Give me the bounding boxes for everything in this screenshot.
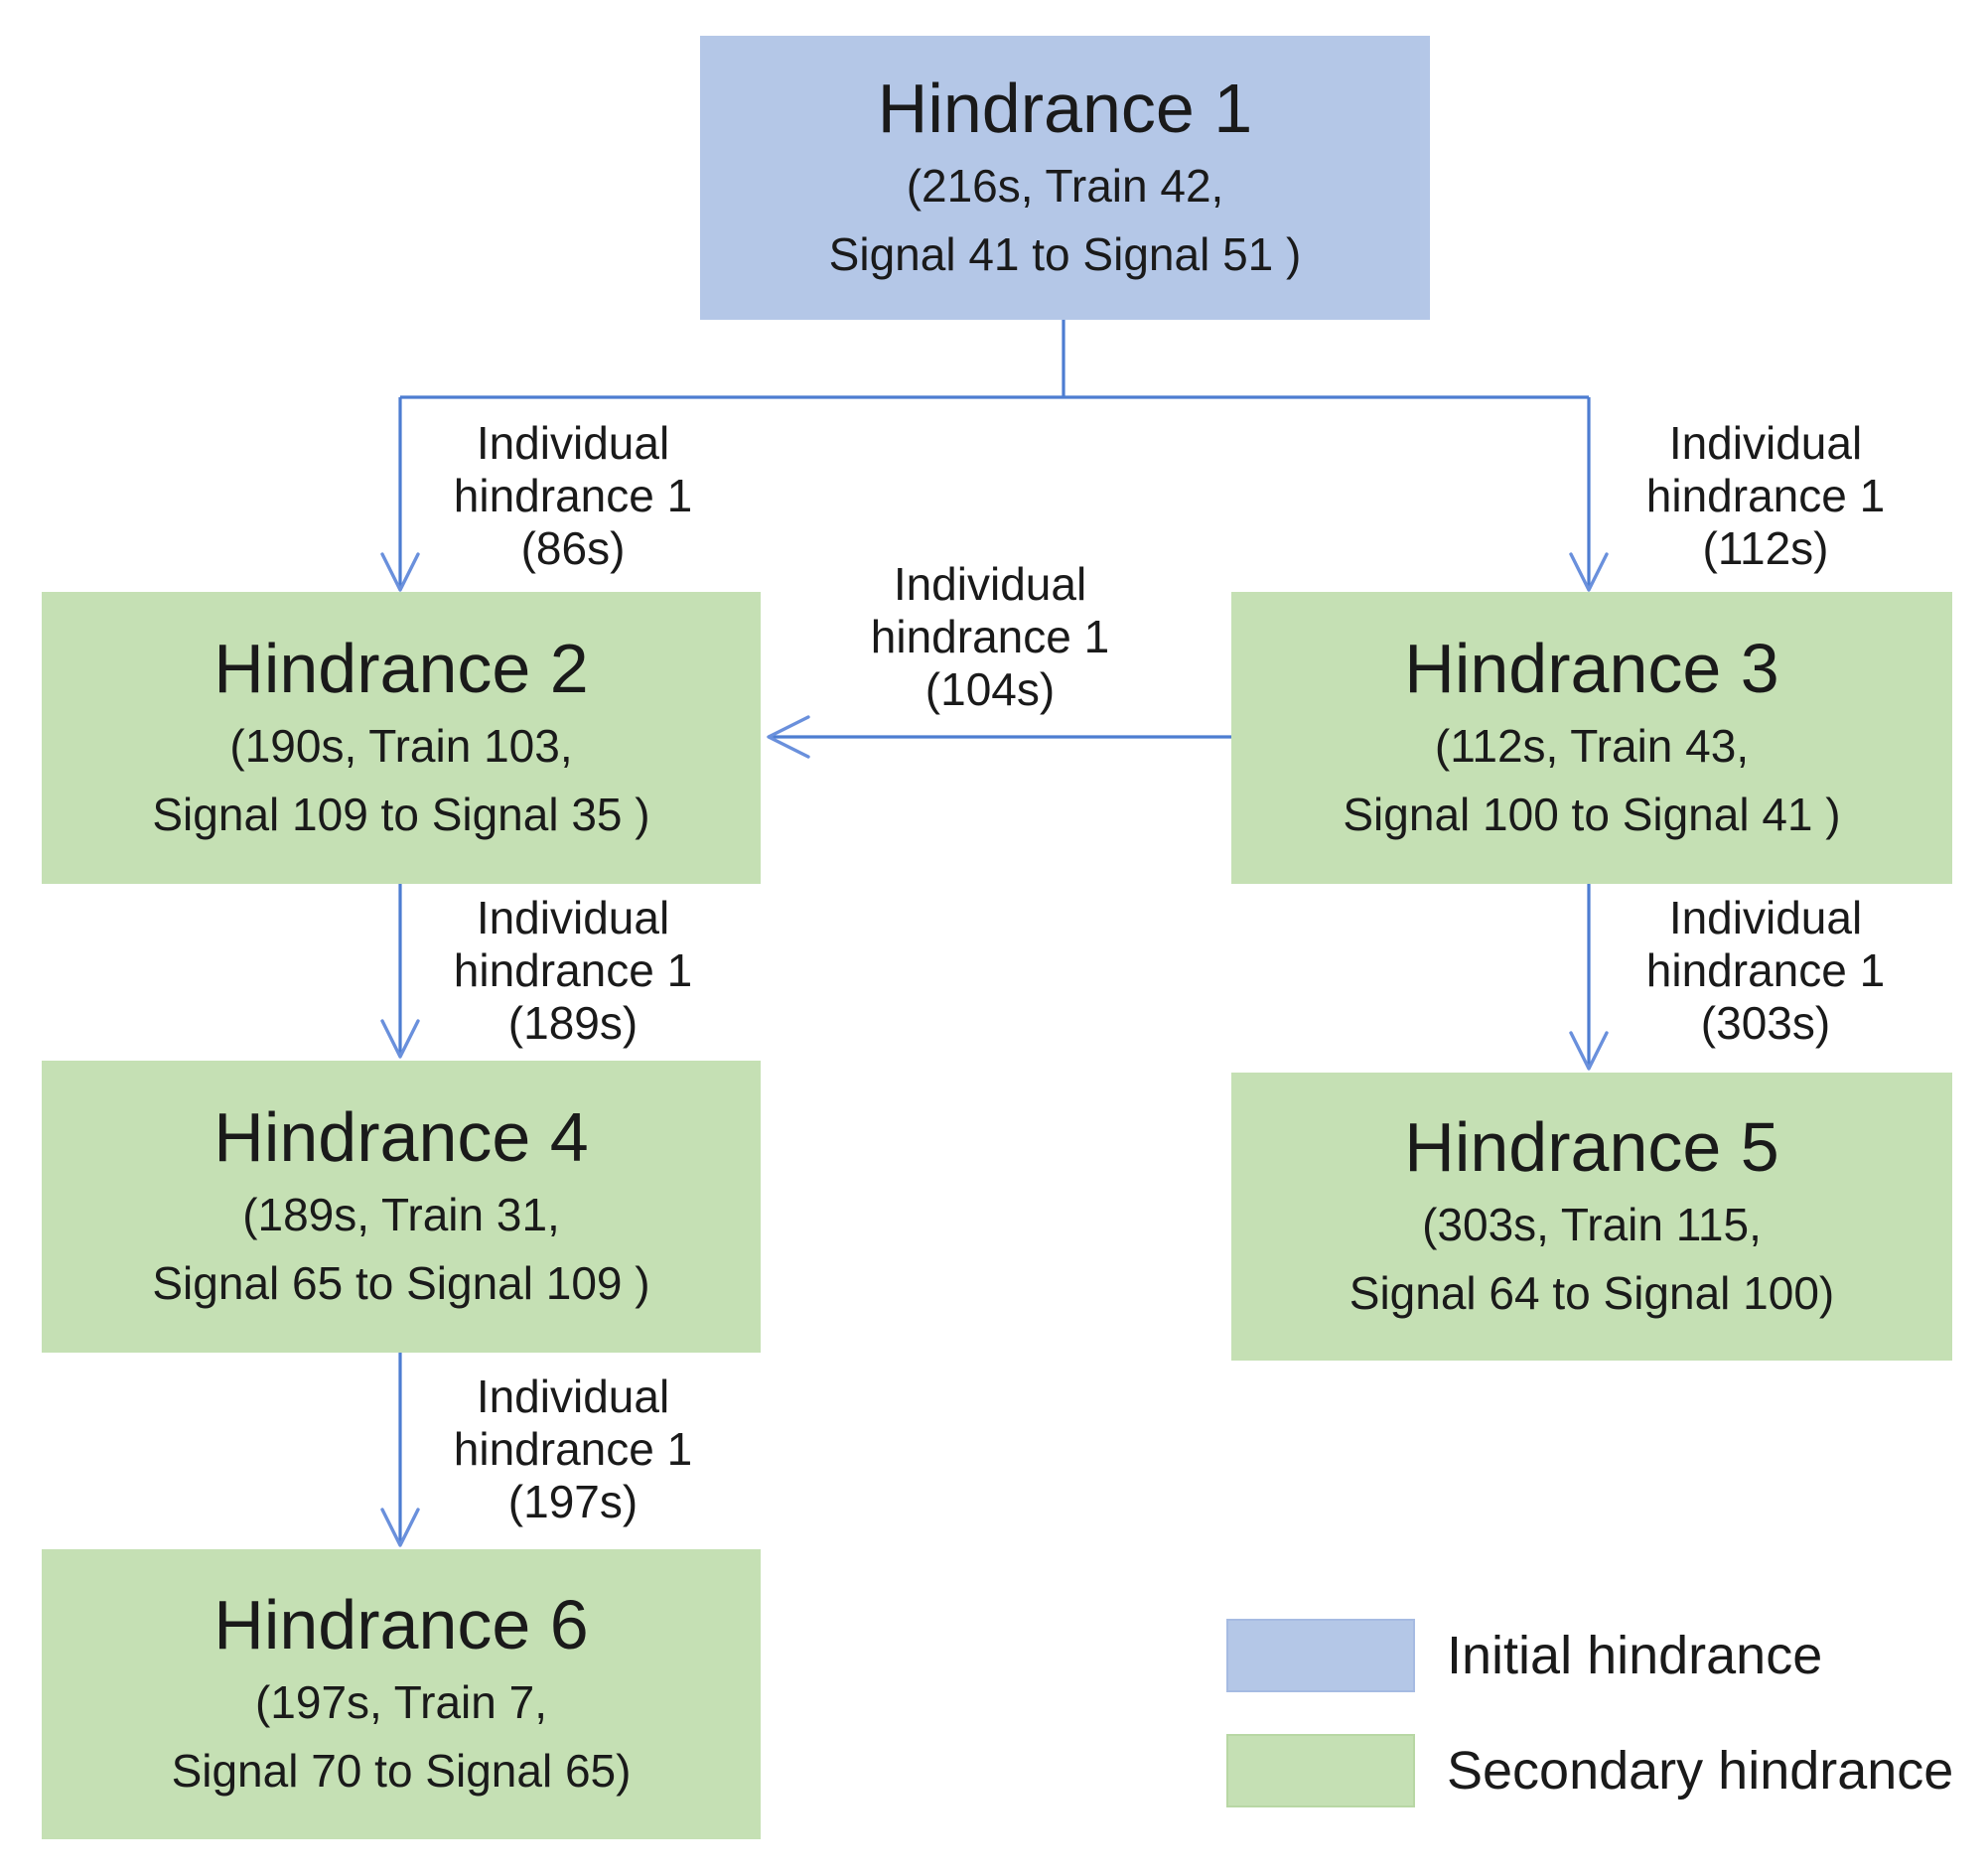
edge-label-line: hindrance 1 — [453, 1422, 693, 1475]
node-detail: (197s, Train 7, — [254, 1675, 548, 1728]
edge-label-line: Individual — [476, 892, 670, 943]
edge-label-line: (86s) — [520, 521, 626, 574]
legend-row-secondary: Secondary hindrance — [1226, 1734, 1953, 1807]
edge-label-line: hindrance 1 — [1645, 469, 1886, 521]
node-detail: Signal 41 to Signal 51 ) — [828, 227, 1302, 280]
edge-label-h1-to-h3: Individual hindrance 1 (112s) — [1646, 417, 1885, 575]
legend-row-initial: Initial hindrance — [1226, 1619, 1822, 1692]
edge-label-h1-to-h2: Individual hindrance 1 (86s) — [454, 417, 692, 575]
edge-label-line: (197s) — [507, 1475, 639, 1527]
edge-label-h3-to-h2: Individual hindrance 1 (104s) — [871, 558, 1109, 716]
edge-label-line: Individual — [1668, 892, 1863, 943]
edge-label-line: (112s) — [1702, 521, 1829, 574]
node-detail: Signal 64 to Signal 100) — [1349, 1266, 1835, 1319]
legend-swatch-secondary — [1226, 1734, 1415, 1807]
edge-label-line: Individual — [893, 558, 1087, 610]
node-detail: (189s, Train 31, — [242, 1188, 560, 1240]
node-detail: (303s, Train 115, — [1422, 1198, 1762, 1250]
node-title: Hindrance 5 — [1404, 1108, 1779, 1187]
node-hindrance-4: Hindrance 4 (189s, Train 31, Signal 65 t… — [42, 1061, 761, 1353]
edge-label-line: hindrance 1 — [453, 469, 693, 521]
edge-label-h4-to-h6: Individual hindrance 1 (197s) — [454, 1370, 692, 1528]
node-hindrance-6: Hindrance 6 (197s, Train 7, Signal 70 to… — [42, 1549, 761, 1839]
node-title: Hindrance 3 — [1404, 630, 1779, 708]
node-detail: Signal 70 to Signal 65) — [171, 1744, 632, 1797]
edge-label-line: hindrance 1 — [453, 943, 693, 996]
node-detail: Signal 100 to Signal 41 ) — [1343, 788, 1841, 840]
edge-label-line: hindrance 1 — [870, 610, 1110, 662]
edge-label-line: (189s) — [507, 996, 639, 1049]
node-hindrance-1: Hindrance 1 (216s, Train 42, Signal 41 t… — [700, 36, 1430, 320]
edge-label-line: Individual — [476, 417, 670, 469]
edge-label-h2-to-h4: Individual hindrance 1 (189s) — [454, 892, 692, 1050]
node-hindrance-3: Hindrance 3 (112s, Train 43, Signal 100 … — [1231, 592, 1952, 884]
node-detail: (112s, Train 43, — [1434, 719, 1750, 772]
legend-label-initial: Initial hindrance — [1447, 1626, 1823, 1685]
node-detail: Signal 65 to Signal 109 ) — [152, 1256, 650, 1309]
node-title: Hindrance 2 — [213, 630, 589, 708]
edge-label-line: Individual — [476, 1370, 670, 1422]
legend-label-secondary: Secondary hindrance — [1447, 1741, 1954, 1801]
node-title: Hindrance 4 — [213, 1098, 589, 1177]
edge-label-line: Individual — [1668, 417, 1863, 469]
node-title: Hindrance 6 — [213, 1586, 589, 1664]
edge-label-h3-to-h5: Individual hindrance 1 (303s) — [1646, 892, 1885, 1050]
node-detail: (216s, Train 42, — [906, 159, 1224, 212]
node-title: Hindrance 1 — [877, 70, 1253, 148]
edge-label-line: (104s) — [924, 662, 1056, 715]
edge-label-line: (303s) — [1700, 996, 1831, 1049]
node-detail: (190s, Train 103, — [229, 719, 573, 772]
node-hindrance-5: Hindrance 5 (303s, Train 115, Signal 64 … — [1231, 1073, 1952, 1361]
node-detail: Signal 109 to Signal 35 ) — [152, 788, 650, 840]
edge-label-line: hindrance 1 — [1645, 943, 1886, 996]
legend-swatch-initial — [1226, 1619, 1415, 1692]
node-hindrance-2: Hindrance 2 (190s, Train 103, Signal 109… — [42, 592, 761, 884]
